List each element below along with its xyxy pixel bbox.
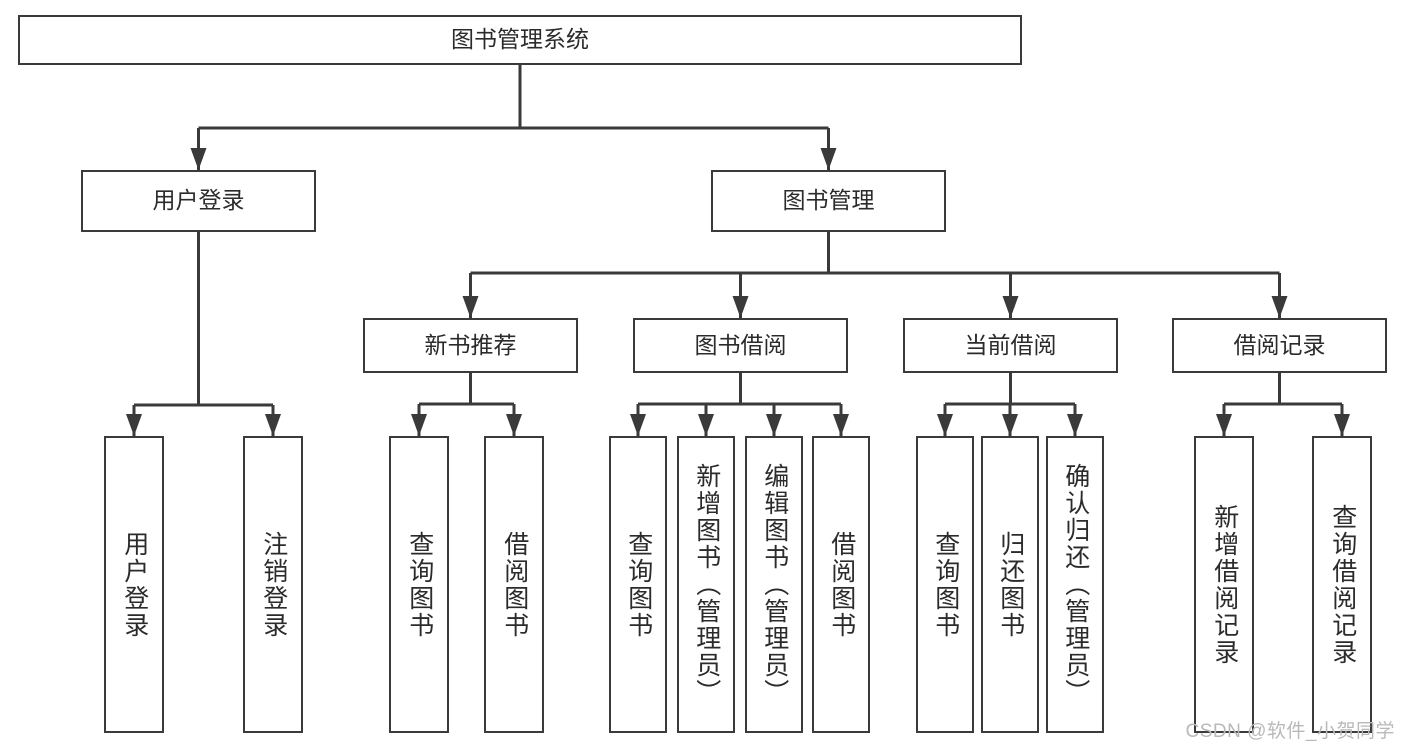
node-leaf-bb-add[interactable]: 新增图书（管理员）: [677, 436, 735, 733]
watermark-label: CSDN @软件_小贺同学: [1185, 721, 1395, 742]
node-label: 借阅图书: [500, 530, 529, 639]
node-label: 图书管理系统: [451, 26, 589, 53]
node-label: 借阅图书: [827, 530, 856, 639]
node-label: 查询图书: [931, 530, 960, 639]
node-leaf-bb-query[interactable]: 查询图书: [609, 436, 667, 733]
node-leaf-rec-query[interactable]: 查询图书: [389, 436, 449, 733]
node-label: 用户登录: [152, 187, 245, 214]
node-current-borrow[interactable]: 当前借阅: [903, 318, 1118, 373]
node-leaf-bb-borrow[interactable]: 借阅图书: [812, 436, 870, 733]
node-leaf-logout[interactable]: 注销登录: [243, 436, 303, 733]
node-label: 新增图书（管理员）: [692, 463, 721, 706]
node-leaf-cb-confirm[interactable]: 确认归还（管理员）: [1046, 436, 1104, 733]
node-root[interactable]: 图书管理系统: [18, 15, 1022, 65]
node-leaf-cb-return[interactable]: 归还图书: [981, 436, 1039, 733]
node-label: 归还图书: [996, 530, 1025, 639]
node-label: 新书推荐: [424, 331, 517, 358]
node-label: 借阅记录: [1233, 331, 1326, 358]
node-borrow-record[interactable]: 借阅记录: [1172, 318, 1387, 373]
node-leaf-br-add[interactable]: 新增借阅记录: [1194, 436, 1254, 733]
node-label: 编辑图书（管理员）: [760, 463, 789, 706]
node-label: 新增借阅记录: [1210, 503, 1239, 666]
node-label: 当前借阅: [964, 331, 1057, 358]
node-label: 确认归还（管理员）: [1061, 463, 1090, 706]
node-label: 查询借阅记录: [1328, 503, 1357, 666]
node-book-borrow[interactable]: 图书借阅: [633, 318, 848, 373]
node-user-login[interactable]: 用户登录: [81, 170, 316, 232]
node-leaf-br-query[interactable]: 查询借阅记录: [1312, 436, 1372, 733]
node-label: 用户登录: [120, 530, 149, 639]
node-leaf-bb-edit[interactable]: 编辑图书（管理员）: [745, 436, 803, 733]
node-label: 注销登录: [259, 530, 288, 639]
node-leaf-cb-query[interactable]: 查询图书: [916, 436, 974, 733]
node-label: 图书借阅: [694, 331, 787, 358]
node-label: 查询图书: [624, 530, 653, 639]
node-book-manage[interactable]: 图书管理: [711, 170, 946, 232]
node-leaf-user-login[interactable]: 用户登录: [104, 436, 164, 733]
node-label: 图书管理: [782, 187, 875, 214]
node-label: 查询图书: [405, 530, 434, 639]
node-leaf-rec-borrow[interactable]: 借阅图书: [484, 436, 544, 733]
node-new-book-rec[interactable]: 新书推荐: [363, 318, 578, 373]
